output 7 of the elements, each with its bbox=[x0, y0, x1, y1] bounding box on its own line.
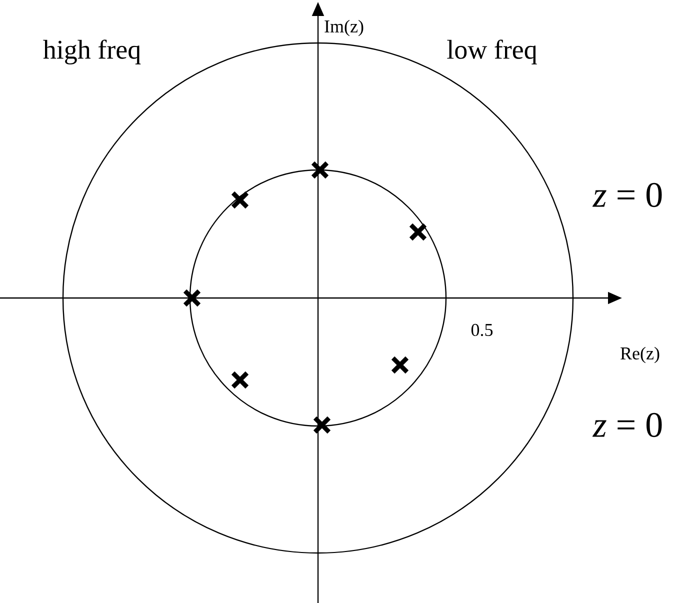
tick-label: 0.5 bbox=[471, 324, 493, 336]
axis-label: Re(z) bbox=[620, 346, 660, 364]
region-label: low freq bbox=[447, 40, 537, 64]
equation-label: z = 0 bbox=[592, 412, 662, 438]
region-label: high freq bbox=[43, 40, 141, 64]
equation-label: z = 0 bbox=[592, 182, 662, 208]
axis-label: Im(z) bbox=[324, 20, 364, 36]
